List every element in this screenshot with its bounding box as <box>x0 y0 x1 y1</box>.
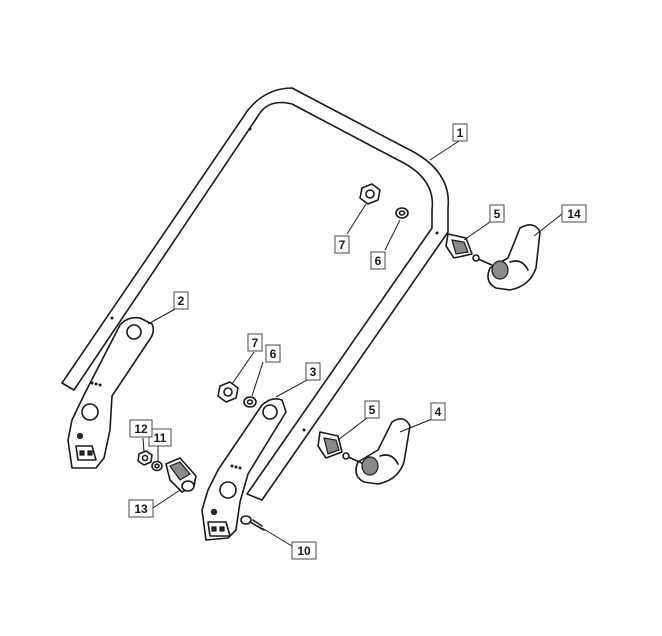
handle-tube <box>61 87 450 501</box>
callout-3: 3 <box>305 362 321 381</box>
bracket-slot <box>79 450 85 456</box>
tube-hole <box>110 316 114 320</box>
svg-text:2: 2 <box>178 294 185 308</box>
bracket-hole <box>262 404 278 420</box>
washer-lower <box>243 396 257 408</box>
screw <box>240 515 265 531</box>
callout-11: 11 <box>148 428 172 447</box>
svg-text:7: 7 <box>252 336 259 350</box>
cable-guide <box>165 457 197 493</box>
callout-6-upper: 6 <box>370 251 386 270</box>
bracket-hole <box>210 508 218 516</box>
svg-text:7: 7 <box>339 238 346 252</box>
washer-upper <box>395 207 409 219</box>
tube-hole <box>248 127 252 131</box>
small-washer <box>151 460 163 472</box>
svg-text:1: 1 <box>457 126 464 140</box>
svg-text:5: 5 <box>494 207 501 221</box>
svg-text:6: 6 <box>270 347 277 361</box>
bracket-slot <box>211 526 217 532</box>
small-nut <box>137 450 153 466</box>
svg-text:6: 6 <box>375 254 382 268</box>
svg-text:14: 14 <box>567 207 581 221</box>
right-bracket <box>201 398 287 541</box>
tube-hole <box>302 428 306 432</box>
clamp-block-lower <box>317 431 343 459</box>
callout-1: 1 <box>452 123 468 142</box>
leader-lines <box>142 140 563 547</box>
callout-5-upper: 5 <box>489 204 505 223</box>
nut-upper <box>359 183 381 205</box>
callout-14: 14 <box>561 204 587 223</box>
nut-lower <box>217 381 239 403</box>
callout-12: 12 <box>129 419 153 438</box>
callout-13: 13 <box>128 499 154 518</box>
callout-2: 2 <box>173 291 189 310</box>
clamp-block-upper <box>445 233 473 259</box>
cam-lever-lower <box>342 418 411 485</box>
bracket-hole <box>76 432 84 440</box>
left-bracket <box>67 316 155 469</box>
svg-text:12: 12 <box>134 422 148 436</box>
svg-text:4: 4 <box>435 405 442 419</box>
bracket-slot <box>87 450 93 456</box>
tube-hole <box>435 231 439 235</box>
svg-text:10: 10 <box>297 544 311 558</box>
bracket-hole <box>126 324 142 340</box>
svg-text:5: 5 <box>369 403 376 417</box>
bracket-hole <box>219 481 237 499</box>
bracket-hole <box>81 403 99 421</box>
callout-7-lower: 7 <box>247 333 263 352</box>
callout-5-lower: 5 <box>364 400 380 419</box>
callout-10: 10 <box>291 541 317 560</box>
svg-text:13: 13 <box>134 502 148 516</box>
callout-7-upper: 7 <box>334 235 350 254</box>
callout-4: 4 <box>430 402 446 421</box>
svg-text:11: 11 <box>154 431 167 445</box>
svg-text:3: 3 <box>310 365 317 379</box>
cam-lever-upper <box>472 224 541 291</box>
bracket-slot <box>219 526 225 532</box>
callout-6-lower: 6 <box>265 344 281 363</box>
